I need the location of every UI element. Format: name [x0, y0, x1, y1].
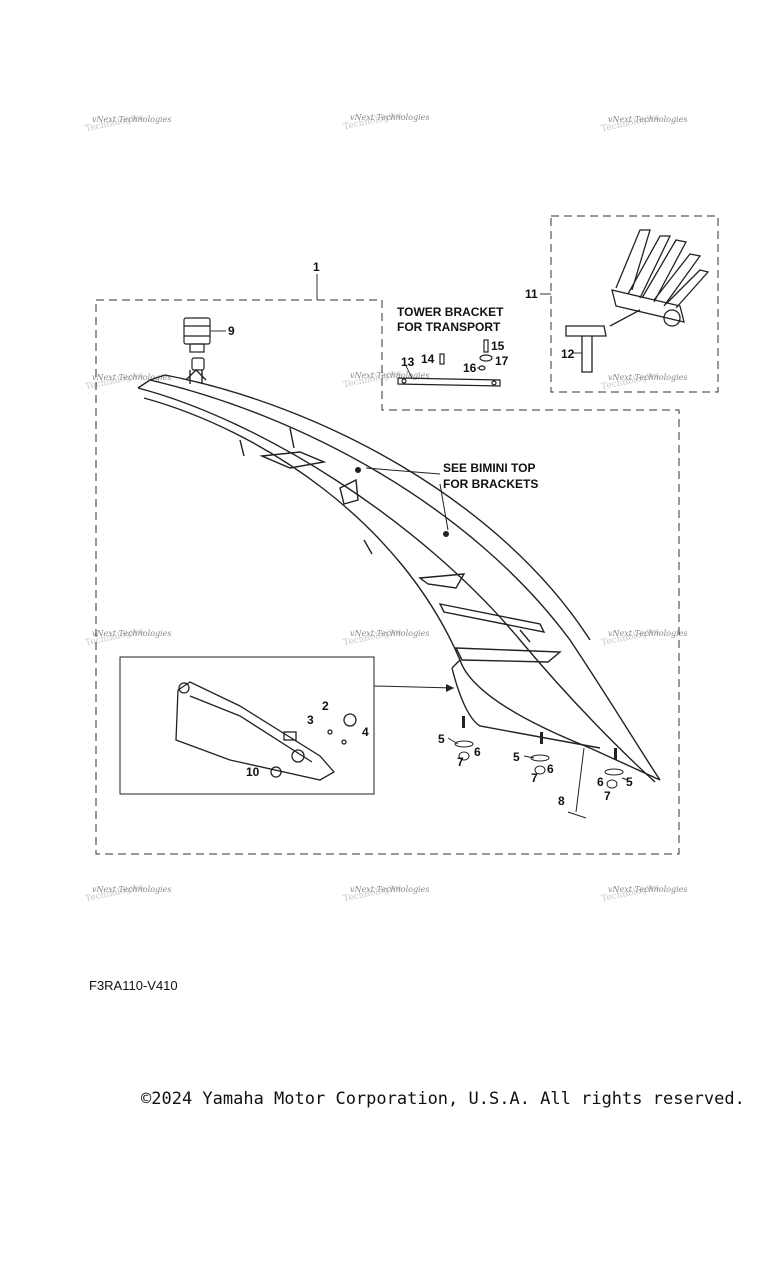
- bimini-note-line2: FOR BRACKETS: [443, 477, 538, 491]
- callout-4: 4: [362, 725, 369, 739]
- callout-7: 7: [531, 771, 538, 785]
- fitting-part: [183, 317, 211, 371]
- tower-bracket-note-line2: FOR TRANSPORT: [397, 320, 501, 334]
- svg-text:vNext Technologies: vNext Technologies: [92, 115, 171, 124]
- callout-labels: 1 2 3 4 5 5 5 6 6 6 7 7 7 8 9 10 11 12 1…: [228, 260, 633, 808]
- copyright-notice: ©2024 Yamaha Motor Corporation, U.S.A. A…: [141, 1089, 745, 1109]
- tower-bracket-note-line1: TOWER BRACKET: [397, 305, 504, 319]
- leader-line: [373, 685, 455, 689]
- callout-6: 6: [547, 762, 554, 776]
- detail-part: [175, 681, 357, 781]
- svg-text:vNext Technologies: vNext Technologies: [350, 371, 429, 380]
- callout-17: 17: [495, 354, 509, 368]
- diagram-code: F3RA110-V410: [89, 978, 178, 993]
- callout-16: 16: [463, 361, 477, 375]
- svg-text:vNext Technologies: vNext Technologies: [608, 885, 687, 894]
- svg-text:vNext Technologies: vNext Technologies: [350, 113, 429, 122]
- bimini-note-line1: SEE BIMINI TOP: [443, 461, 535, 475]
- callout-12: 12: [561, 347, 575, 361]
- callout-15: 15: [491, 339, 505, 353]
- svg-text:vNext Technologies: vNext Technologies: [608, 629, 687, 638]
- mount-hardware: [447, 737, 629, 819]
- callout-5: 5: [438, 732, 445, 746]
- tower-frame: [137, 369, 661, 783]
- callout-10: 10: [246, 765, 260, 779]
- callout-6: 6: [597, 775, 604, 789]
- callout-9: 9: [228, 324, 235, 338]
- detail-inset: [119, 656, 375, 795]
- callout-3: 3: [307, 713, 314, 727]
- callout-6: 6: [474, 745, 481, 759]
- callout-5: 5: [626, 775, 633, 789]
- svg-text:vNext Technologies: vNext Technologies: [92, 885, 171, 894]
- bimini-arrows: [365, 467, 449, 531]
- svg-text:vNext Technologies: vNext Technologies: [608, 115, 687, 124]
- svg-text:vNext Technologies: vNext Technologies: [92, 373, 171, 382]
- callout-8: 8: [558, 794, 565, 808]
- callout-2: 2: [322, 699, 329, 713]
- svg-text:vNext Technologies: vNext Technologies: [608, 373, 687, 382]
- board-rack-boundary: [550, 215, 719, 393]
- callout-1: 1: [313, 260, 320, 274]
- transport-bracket: [397, 339, 501, 387]
- leader-line: [405, 365, 413, 379]
- svg-text:vNext Technologies: vNext Technologies: [350, 629, 429, 638]
- callout-7: 7: [457, 755, 464, 769]
- callout-11: 11: [525, 287, 538, 301]
- callout-5: 5: [513, 750, 520, 764]
- board-rack: [565, 229, 710, 373]
- svg-text:vNext Technologies: vNext Technologies: [350, 885, 429, 894]
- callout-13: 13: [401, 355, 415, 369]
- callout-14: 14: [421, 352, 435, 366]
- tower-brackets: [355, 467, 617, 760]
- callout-7: 7: [604, 789, 611, 803]
- svg-text:vNext Technologies: vNext Technologies: [92, 629, 171, 638]
- arrow-head: [446, 684, 454, 692]
